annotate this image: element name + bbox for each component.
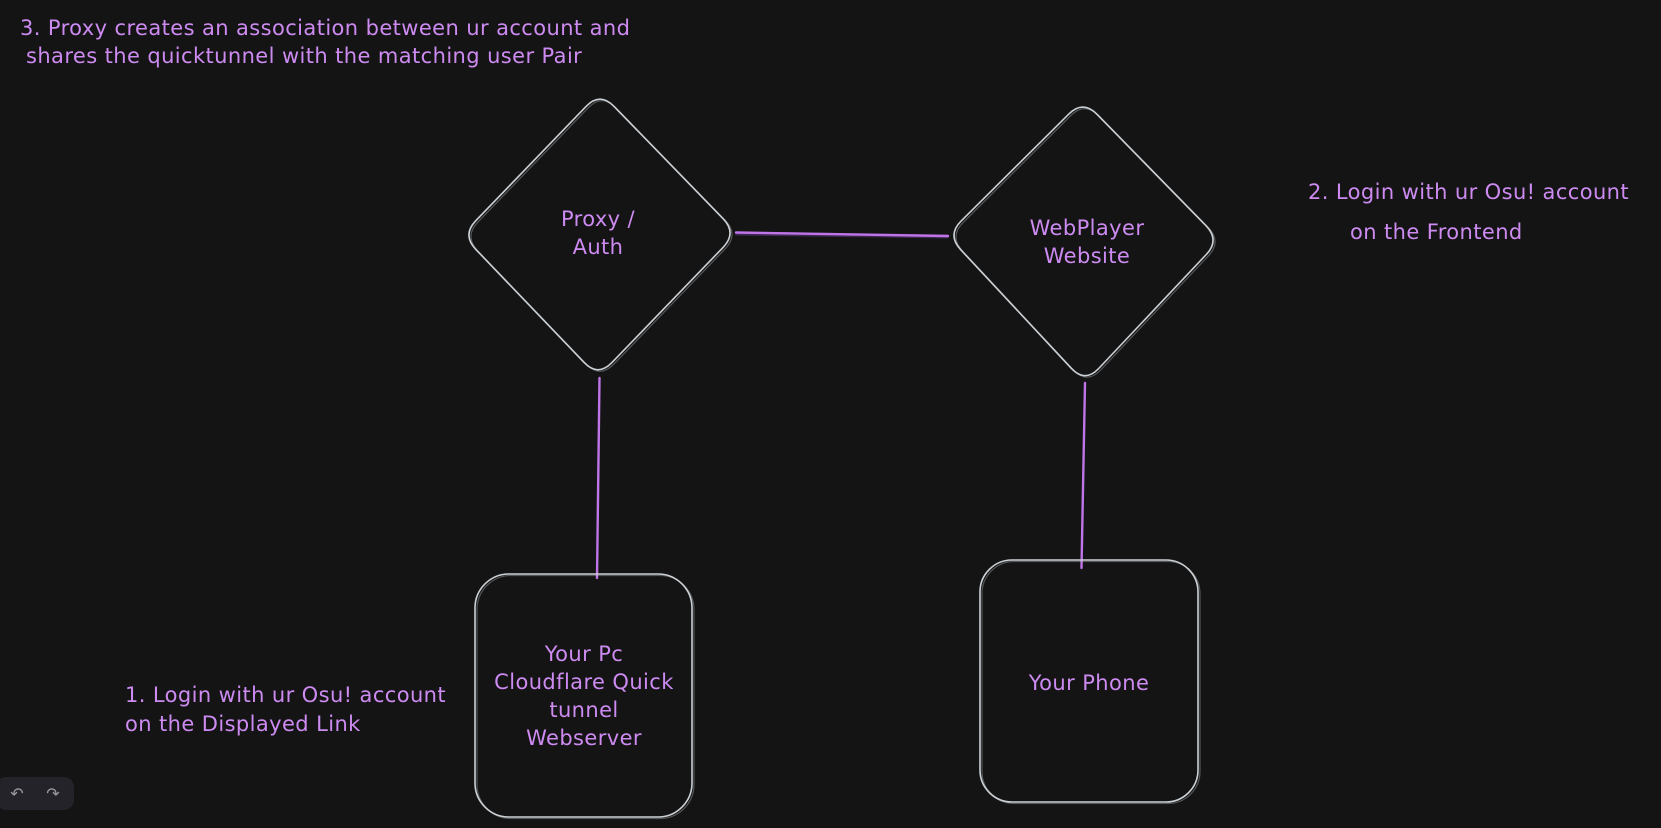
rect-your-phone-sketch <box>981 560 1201 805</box>
annotation-step2-line1: 2. Login with ur Osu! account <box>1308 180 1630 204</box>
node-label-your-phone[interactable]: Your Phone <box>979 669 1199 697</box>
rect-pc-webserver-sketch <box>476 574 695 820</box>
node-label-pc-webserver-line4: Webserver <box>526 726 642 750</box>
node-label-proxy-auth-line1: Proxy / <box>560 207 636 231</box>
node-label-pc-webserver-line3: tunnel <box>549 698 619 722</box>
rect-pc-webserver[interactable] <box>474 573 693 818</box>
annotation-step2-line2: on the Frontend <box>1350 220 1523 244</box>
undo-redo-panel: ↶ ↷ <box>0 777 74 810</box>
connector-proxy-webplayer[interactable] <box>734 231 950 238</box>
redo-icon: ↷ <box>46 783 60 803</box>
rect-your-phone[interactable] <box>979 559 1199 803</box>
annotation-step3[interactable]: 3. Proxy creates an association between … <box>20 14 630 70</box>
annotation-step1-line2: on the Displayed Link <box>125 712 361 736</box>
annotation-step1[interactable]: 1. Login with ur Osu! account on the Dis… <box>125 681 446 739</box>
undo-button[interactable]: ↶ <box>6 783 28 805</box>
diamond-webplayer[interactable] <box>953 106 1214 377</box>
annotation-step3-line2: shares the quicktunnel with the matching… <box>26 44 583 68</box>
node-label-pc-webserver[interactable]: Your Pc Cloudflare Quick tunnel Webserve… <box>474 640 694 752</box>
connector-webplayer-phone[interactable] <box>1080 381 1087 570</box>
node-label-pc-webserver-line1: Your Pc <box>544 642 624 666</box>
diamond-proxy-auth[interactable] <box>468 98 731 371</box>
annotation-step1-line1: 1. Login with ur Osu! account <box>125 683 447 707</box>
undo-icon: ↶ <box>10 783 24 803</box>
node-label-your-phone-line1: Your Phone <box>1028 671 1150 695</box>
node-label-proxy-auth-line2: Auth <box>572 235 624 259</box>
redo-button[interactable]: ↷ <box>42 783 64 805</box>
connector-proxy-pcwebserver[interactable] <box>595 376 601 580</box>
node-label-webplayer[interactable]: WebPlayer Website <box>977 214 1197 270</box>
node-label-webplayer-line2: Website <box>1043 244 1131 268</box>
annotation-step3-line1: 3. Proxy creates an association between … <box>20 16 631 40</box>
annotation-step2[interactable]: 2. Login with ur Osu! account on the Fro… <box>1308 178 1629 246</box>
node-label-pc-webserver-line2: Cloudflare Quick <box>494 670 674 694</box>
node-label-webplayer-line1: WebPlayer <box>1029 216 1145 240</box>
node-label-proxy-auth[interactable]: Proxy / Auth <box>488 205 708 261</box>
